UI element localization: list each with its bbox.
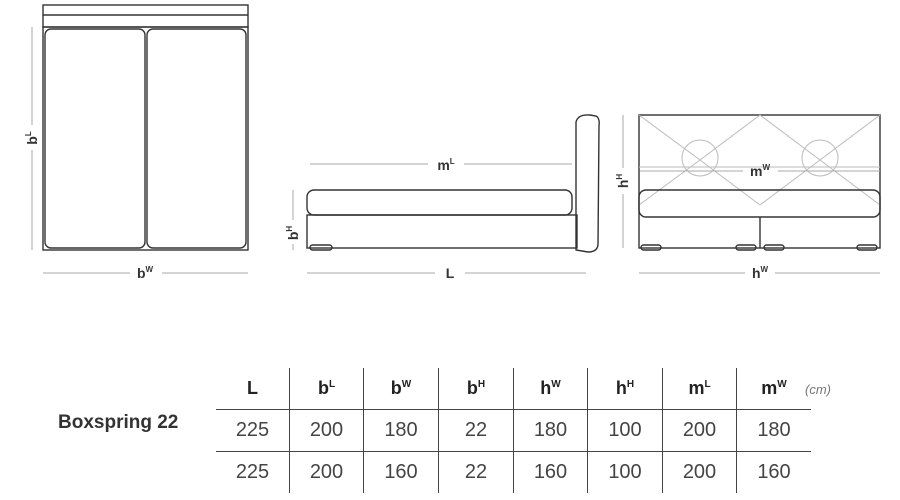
column-header-L: L: [247, 378, 258, 398]
top-view-frame: [42, 26, 249, 251]
side-view-base: [306, 214, 578, 249]
side-view-mattress: [306, 189, 573, 216]
dim-label-front-mW: mW: [750, 163, 770, 179]
table-cell: 180: [736, 409, 811, 452]
top-view-mattress-right: [146, 28, 247, 249]
side-view-headboard: [575, 114, 600, 253]
table-cell: 225: [216, 409, 290, 452]
dim-label-top-bL: bL: [24, 131, 40, 145]
dim-label-top-bW: bW: [137, 265, 154, 281]
front-view-foot-1: [640, 244, 662, 251]
column-header-mL: mL: [662, 368, 737, 410]
column-header-hH: hH: [587, 368, 663, 410]
top-view: [42, 4, 249, 251]
table-cell: 100: [587, 451, 663, 493]
table-cell: 180: [513, 409, 588, 452]
top-view-mattress-left: [44, 28, 146, 249]
front-view-foot-2: [735, 244, 757, 251]
front-view-foot-3: [763, 244, 785, 251]
table-header-row: L bL bW bH hW hH mL mW: [216, 368, 811, 410]
dim-label-side-L: L: [446, 265, 455, 281]
dimensions-table: L bL bW bH hW hH mL mW 225 200 180 22 18…: [216, 368, 811, 493]
table-cell: 22: [438, 451, 514, 493]
unit-label: (cm): [805, 382, 831, 397]
table-cell: 200: [662, 451, 737, 493]
table-cell: 200: [662, 409, 737, 452]
table-cell: 180: [363, 409, 439, 452]
table-cell: 22: [438, 409, 514, 452]
front-view-foot-4: [856, 244, 878, 251]
table-cell: 225: [216, 451, 290, 493]
table-row: 225 200 180 22 180 100 200 180: [216, 409, 811, 452]
table-cell: 160: [736, 451, 811, 493]
side-view-foot: [309, 244, 333, 251]
dim-label-side-mL: mL: [437, 157, 454, 173]
column-header-bH: bH: [438, 368, 514, 410]
column-header-mW: mW: [736, 368, 811, 410]
dim-label-front-hH: hH: [615, 174, 631, 189]
top-view-headboard: [42, 4, 249, 28]
dim-label-side-bH: bH: [285, 226, 301, 241]
table-cell: 200: [289, 409, 364, 452]
column-header-bW: bW: [363, 368, 439, 410]
product-name: Boxspring 22: [58, 412, 179, 433]
table-cell: 160: [513, 451, 588, 493]
front-view: [638, 114, 881, 251]
table-cell: 160: [363, 451, 439, 493]
bed-dimension-drawing: bL bW mL bH L hH mW hW: [24, 4, 881, 281]
table-cell: 100: [587, 409, 663, 452]
side-view: [306, 114, 600, 253]
table-cell: 200: [289, 451, 364, 493]
table-row: 225 200 160 22 160 100 200 160: [216, 451, 811, 493]
front-view-mattress: [638, 189, 881, 218]
dim-label-front-hW: hW: [752, 265, 769, 281]
column-header-bL: bL: [289, 368, 364, 410]
column-header-hW: hW: [513, 368, 588, 410]
